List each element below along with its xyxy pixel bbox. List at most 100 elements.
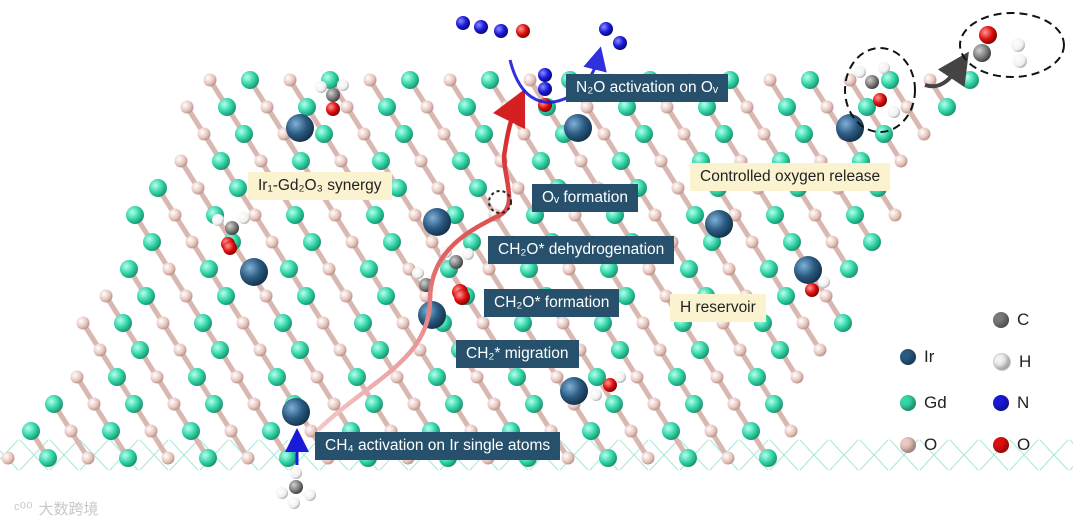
gd-atom <box>532 152 550 170</box>
gd-atom <box>354 314 372 332</box>
lattice-o-atom <box>758 128 771 141</box>
gd-atom <box>458 98 476 116</box>
gd-atom <box>292 152 310 170</box>
lattice-o-atom <box>826 236 839 249</box>
nitrogen-atom <box>474 20 488 34</box>
ir-atom <box>705 210 733 238</box>
lattice-o-atom <box>397 317 410 330</box>
gd-atom-icon <box>900 395 916 411</box>
lattice-o-atom <box>734 344 747 357</box>
gd-atom <box>766 206 784 224</box>
legend-item-h: H <box>993 352 1031 372</box>
lattice-o-atom <box>809 209 822 222</box>
lattice-o-atom <box>198 128 211 141</box>
gd-atom <box>760 260 778 278</box>
gd-atom <box>303 233 321 251</box>
lattice-o-atom <box>335 155 348 168</box>
lattice-o-atom <box>625 425 638 438</box>
lattice-o-atom <box>329 209 342 222</box>
lattice-o-atom <box>637 317 650 330</box>
gd-atom <box>149 179 167 197</box>
hydrogen-atom <box>854 66 866 78</box>
gd-atom <box>428 368 446 386</box>
gd-atom <box>834 314 852 332</box>
gd-atom <box>679 449 697 467</box>
hydrogen-atom <box>238 212 250 224</box>
lattice-o-atom <box>512 182 525 195</box>
legend-label: C <box>1017 310 1029 330</box>
lattice-o-atom <box>598 128 611 141</box>
gd-atom <box>205 395 223 413</box>
nitrogen-atom <box>538 82 552 96</box>
gd-atom <box>372 152 390 170</box>
ir-atom-icon <box>900 349 916 365</box>
watermark-logo-icon: ᶜ⁰⁰ <box>14 499 33 519</box>
lattice-o-atom <box>169 209 182 222</box>
gd-atom <box>200 260 218 278</box>
legend-item-n: N <box>993 393 1029 413</box>
label-ch2o-dehydrogenation: CH₂O* dehydrogenation <box>488 236 674 264</box>
hydrogen-atom <box>304 489 316 501</box>
gd-atom <box>280 260 298 278</box>
carbon-atom <box>973 44 991 62</box>
lattice-o-atom <box>551 371 564 384</box>
watermark: ᶜ⁰⁰ 大数跨境 <box>14 498 99 519</box>
lattice-o-atom <box>672 182 685 195</box>
gd-atom <box>617 287 635 305</box>
gd-atom <box>279 449 297 467</box>
gd-atom <box>371 341 389 359</box>
lattice-o-atom <box>168 398 181 411</box>
gd-atom <box>863 233 881 251</box>
lattice-o-atom <box>562 452 575 465</box>
lattice-o-atom <box>2 452 15 465</box>
lattice-o-atom <box>889 209 902 222</box>
legend-item-o-lattice: O <box>900 435 937 455</box>
legend-item-ir: Ir <box>900 347 934 367</box>
gd-atom <box>22 422 40 440</box>
lattice-o-atom <box>408 398 421 411</box>
lattice-o-atom <box>242 452 255 465</box>
lattice-o-atom <box>649 209 662 222</box>
hydrogen-atom <box>462 248 474 260</box>
label-oxygen-release: Controlled oxygen release <box>690 163 890 191</box>
gd-atom <box>241 71 259 89</box>
lattice-o-atom <box>438 128 451 141</box>
gd-atom <box>582 422 600 440</box>
lattice-o-atom <box>409 209 422 222</box>
lattice-o-atom <box>643 263 656 276</box>
lattice-o-atom <box>65 425 78 438</box>
gd-atom <box>360 260 378 278</box>
hydrogen-atom <box>337 79 349 91</box>
lattice-o-atom <box>175 155 188 168</box>
lattice-o-atom <box>814 344 827 357</box>
lattice-o-atom <box>563 263 576 276</box>
gd-atom <box>508 368 526 386</box>
gd-atom <box>182 422 200 440</box>
gd-atom <box>298 98 316 116</box>
gd-atom <box>274 314 292 332</box>
ir-atom <box>564 114 592 142</box>
lattice-o-atom <box>311 371 324 384</box>
lattice-o-atom <box>797 317 810 330</box>
lattice-o-atom <box>785 425 798 438</box>
lattice-o-atom <box>655 155 668 168</box>
gd-atom <box>748 368 766 386</box>
gd-atom <box>315 125 333 143</box>
legend-label: Ir <box>924 347 934 367</box>
gd-atom <box>481 71 499 89</box>
hydrogen-atom <box>888 106 900 118</box>
lattice-o-atom <box>358 128 371 141</box>
lattice-o-atom <box>581 101 594 114</box>
lattice-o-atom <box>151 371 164 384</box>
lattice-o-atom <box>575 155 588 168</box>
hydrogen-atom <box>818 276 830 288</box>
gd-atom <box>286 206 304 224</box>
nitrogen-atom <box>613 36 627 50</box>
gd-atom <box>777 287 795 305</box>
ir-atom <box>560 377 588 405</box>
lattice-o-atom <box>471 371 484 384</box>
label-n2o-activation: N₂O activation on Oᵥ <box>566 74 728 102</box>
nitrogen-atom <box>599 22 613 36</box>
legend-label: N <box>1017 393 1029 413</box>
lattice-o-atom <box>432 182 445 195</box>
